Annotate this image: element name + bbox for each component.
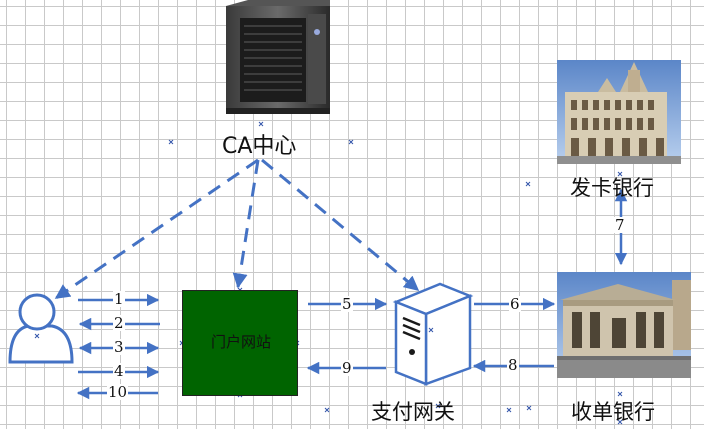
ca-center-label: CA中心 xyxy=(222,134,297,159)
ca-dashed-arrows xyxy=(54,158,420,300)
arrow-ca-to-gateway xyxy=(261,158,420,292)
gateway-server-icon xyxy=(392,282,474,386)
flow-number-3: 3 xyxy=(113,338,125,356)
flow-number-7: 7 xyxy=(614,216,626,234)
acquiring-bank-label: 收单银行 xyxy=(571,400,655,424)
portal-label: 门户网站 xyxy=(210,333,271,351)
issuing-bank-label: 发卡银行 xyxy=(570,176,654,200)
flow-number-10: 10 xyxy=(107,383,129,401)
flow-number-6: 6 xyxy=(509,295,521,313)
acquiring-bank-building-icon xyxy=(557,272,691,378)
ca-server-icon xyxy=(226,0,330,114)
arrow-ca-to-portal xyxy=(232,159,260,289)
flow-number-5: 5 xyxy=(341,295,353,313)
payment-gateway-label: 支付网关 xyxy=(371,400,455,424)
flow-number-4: 4 xyxy=(113,362,125,380)
user-person-icon xyxy=(8,293,74,364)
portal-website-box: 门户网站 xyxy=(182,290,298,396)
flow-number-8: 8 xyxy=(507,356,519,374)
arrow-ca-to-user xyxy=(54,158,259,300)
flow-number-2: 2 xyxy=(113,314,125,332)
flow-number-9: 9 xyxy=(341,359,353,377)
issuing-bank-building-icon xyxy=(557,60,681,164)
flow-number-1: 1 xyxy=(113,290,125,308)
